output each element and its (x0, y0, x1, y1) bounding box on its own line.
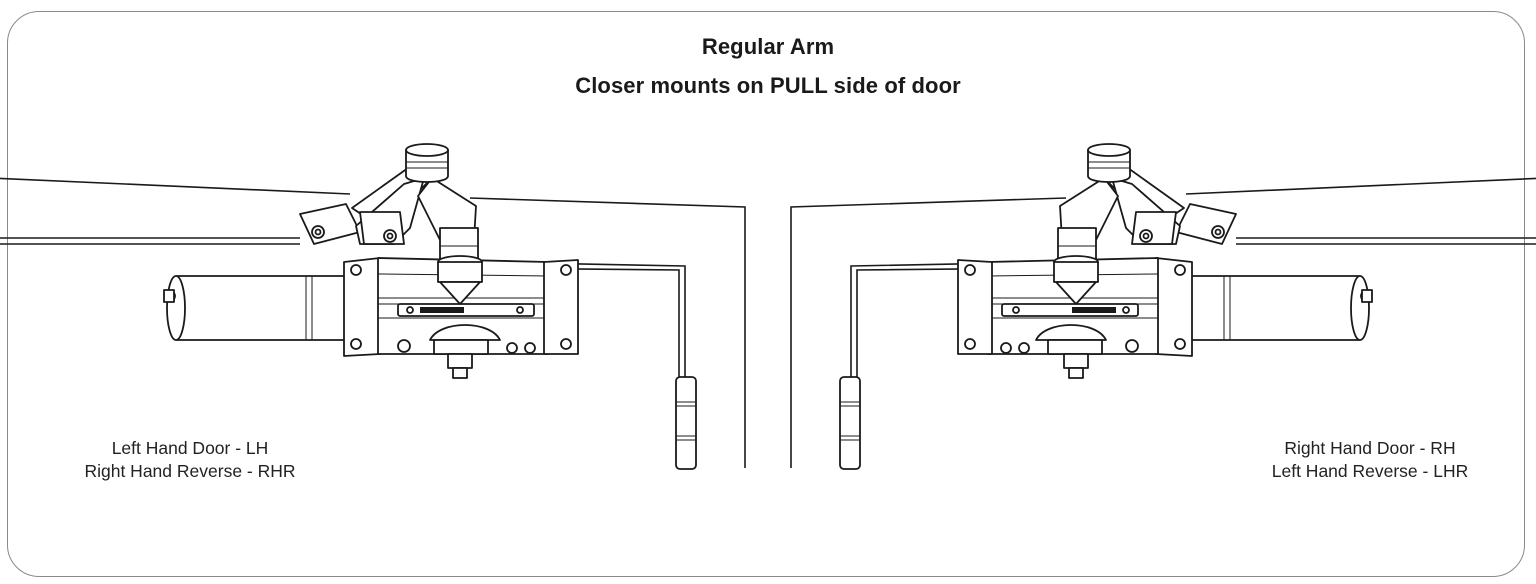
right-hand-diagram (790, 143, 1536, 470)
left-hand-reverse-label: Right Hand Reverse - RHR (84, 461, 296, 481)
left-hand-caption: Left Hand Door - LH Right Hand Reverse -… (40, 437, 340, 483)
left-hand-diagram (0, 143, 746, 470)
diagram-subtitle: Closer mounts on PULL side of door (575, 73, 961, 98)
right-hand-caption: Right Hand Door - RH Left Hand Reverse -… (1220, 437, 1520, 483)
right-hand-label: Right Hand Door - RH (1284, 438, 1456, 458)
diagram-title: Regular Arm (701, 34, 835, 59)
left-hand-label: Left Hand Door - LH (111, 438, 269, 458)
right-hand-reverse-label: Left Hand Reverse - LHR (1271, 461, 1469, 481)
